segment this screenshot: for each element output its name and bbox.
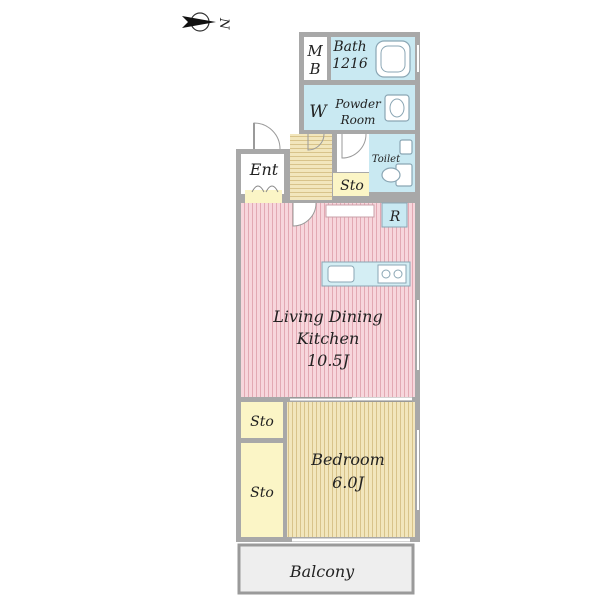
bedroom-label-line2: 6.0J	[332, 473, 365, 492]
washer-area	[304, 85, 331, 130]
refrigerator-box	[381, 202, 408, 228]
ldk-label-line1: Living Dining	[272, 307, 382, 326]
fixtures	[251, 40, 413, 287]
washer-label: W	[309, 102, 328, 122]
bathtub-icon	[375, 40, 411, 78]
bedroom-label-line1: Bedroom	[310, 450, 385, 469]
bath-label-line2: 1216	[332, 56, 368, 72]
compass: N	[182, 12, 231, 32]
bedroom-area	[287, 402, 415, 537]
balcony-label: Balcony	[289, 562, 355, 581]
shoe-icon	[251, 185, 265, 193]
storage-large-label: Sto	[250, 485, 274, 501]
mb-label-line1: M	[306, 42, 323, 60]
storage-small-area	[241, 402, 283, 438]
ldk-door-icon	[292, 202, 317, 227]
hand-sink-icon	[399, 139, 413, 155]
front-door-icon	[253, 122, 281, 150]
doors	[253, 45, 419, 542]
storage-small-label: Sto	[250, 414, 274, 430]
toilet-door-icon	[341, 133, 367, 159]
entrance-area	[241, 154, 284, 194]
bathtub-inner-icon	[380, 45, 406, 73]
ldk-label-line2: Kitchen	[296, 329, 360, 348]
mb-label-line2: B	[308, 60, 320, 78]
mb-area	[304, 37, 327, 80]
compass-arrow-icon	[182, 16, 216, 28]
toilet-label: Toilet	[372, 154, 401, 165]
bath-label-line1: Bath	[332, 39, 366, 55]
powder-room-label-line2: Room	[340, 113, 376, 127]
hall-area	[290, 134, 332, 200]
entrance-shoe-storage	[245, 190, 282, 204]
powder-room-label-line1: Powder	[334, 97, 382, 111]
labels: M B Bath 1216 W Powder Room Toilet Ent S…	[249, 39, 401, 581]
entrance-label: Ent	[249, 160, 279, 179]
ldk-area	[241, 203, 415, 397]
storage-hall-area	[333, 173, 369, 196]
washbasin-icon	[384, 94, 410, 122]
refrigerator-label: R	[389, 209, 401, 225]
stove-icon	[377, 264, 407, 284]
balcony-area	[237, 543, 415, 595]
kitchen-sink-icon	[327, 265, 355, 283]
ldk-label-line3: 10.5J	[307, 351, 351, 370]
kitchen-upper-cabinet	[325, 204, 375, 218]
storage-hall-label: Sto	[340, 178, 364, 194]
compass-north-label: N	[216, 17, 231, 30]
toilet-bowl-icon	[381, 167, 401, 183]
hall-storage-door-icon	[307, 133, 325, 151]
storage-large-area	[241, 443, 283, 537]
